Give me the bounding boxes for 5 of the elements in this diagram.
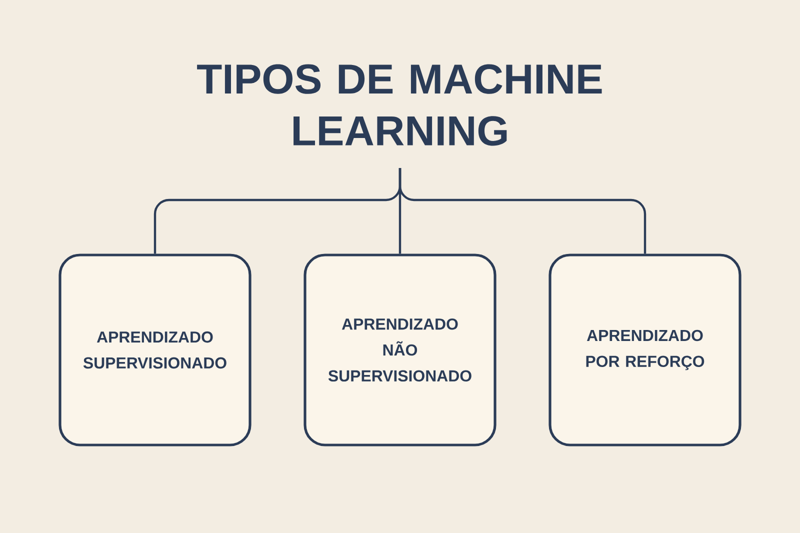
process-box: APRENDIZADO POR REFORÇO: [548, 254, 742, 446]
title: TIPOS DE MACHINE LEARNING: [197, 64, 602, 146]
process-box: APRENDIZADO SUPERVISIONADO: [58, 254, 252, 446]
connector-line: [398, 168, 646, 254]
process-box: APRENDIZADO NÃO SUPERVISIONADO: [304, 254, 496, 446]
